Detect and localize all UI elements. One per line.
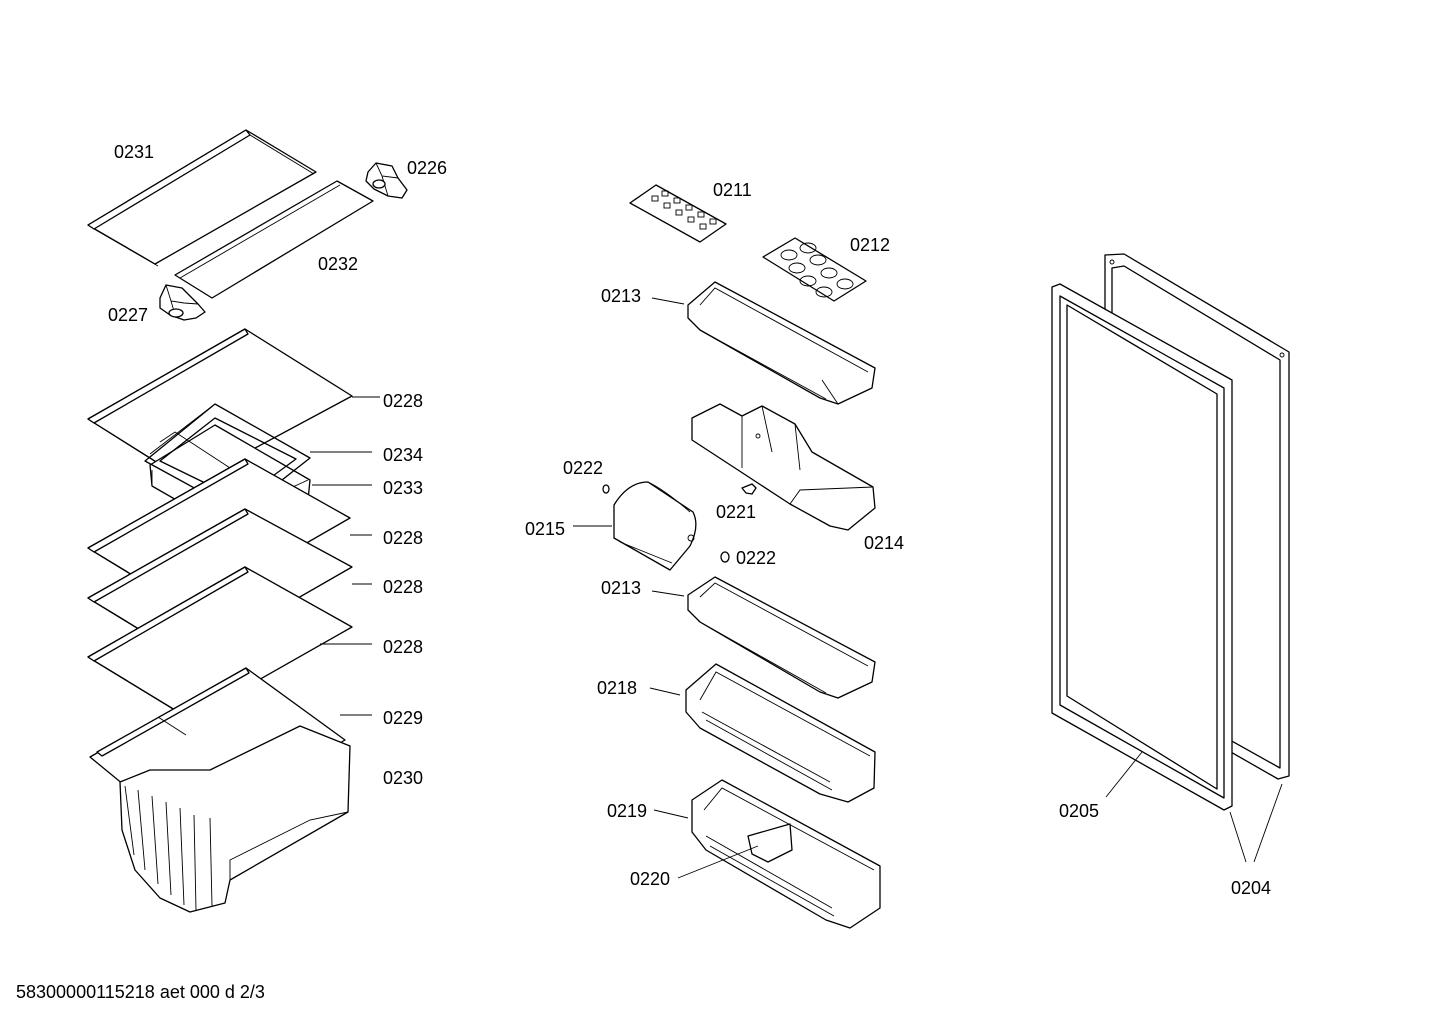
label-0211: 0211 xyxy=(713,180,752,200)
label-0228: 0228 xyxy=(383,577,423,597)
label-0222: 0222 xyxy=(563,458,603,478)
part-0205-gasket xyxy=(1051,283,1233,811)
label-0227: 0227 xyxy=(108,305,148,325)
label-0221: 0221 xyxy=(716,502,756,522)
part-0220-bottle-holder xyxy=(747,823,793,863)
label-0228: 0228 xyxy=(383,528,423,548)
label-0229: 0229 xyxy=(383,708,423,728)
label-0212: 0212 xyxy=(850,235,890,255)
document-code: 58300000115218 aet 000 d 2/3 xyxy=(16,982,265,1002)
leader-lines xyxy=(310,297,1283,879)
label-0218: 0218 xyxy=(597,678,637,698)
part-0222-washer-b xyxy=(720,551,730,563)
label-0228: 0228 xyxy=(383,637,423,657)
part-0230-crisper xyxy=(119,725,351,913)
label-0228: 0228 xyxy=(383,391,423,411)
label-0219: 0219 xyxy=(607,801,647,821)
label-0230: 0230 xyxy=(383,768,423,788)
part-0213-door-bin-upper xyxy=(687,281,876,405)
part-0231-shelf xyxy=(87,129,317,267)
part-0211-ice-tray xyxy=(629,184,727,243)
label-0213: 0213 xyxy=(601,286,641,306)
part-0221-screw xyxy=(741,483,757,495)
part-0218-bottle-bin xyxy=(685,663,876,803)
part-0222-washer-a xyxy=(602,484,610,494)
label-0214: 0214 xyxy=(864,533,904,553)
part-0227-bracket xyxy=(159,284,206,321)
label-0215: 0215 xyxy=(525,519,565,539)
label-0220: 0220 xyxy=(630,869,670,889)
part-0219-bottle-bin xyxy=(691,779,881,929)
part-0213-door-bin-lower xyxy=(687,576,876,699)
part-0215-cover xyxy=(613,481,697,571)
part-0212-egg-tray xyxy=(762,237,867,302)
label-0204: 0204 xyxy=(1231,878,1271,898)
part-0228-shelf-4 xyxy=(87,566,353,723)
label-0226: 0226 xyxy=(407,158,447,178)
label-0222: 0222 xyxy=(736,548,776,568)
label-0233: 0233 xyxy=(383,478,423,498)
label-0232: 0232 xyxy=(318,254,358,274)
label-0205: 0205 xyxy=(1059,801,1099,821)
part-0232-shelf xyxy=(174,180,374,299)
part-0214-center-bin xyxy=(691,403,876,531)
part-0226-bracket xyxy=(365,162,408,199)
label-0231: 0231 xyxy=(114,142,154,162)
part-labels: 0231 0226 0232 0227 0228 0234 0233 0228 … xyxy=(16,142,1271,1002)
label-0213: 0213 xyxy=(601,578,641,598)
label-0234: 0234 xyxy=(383,445,423,465)
